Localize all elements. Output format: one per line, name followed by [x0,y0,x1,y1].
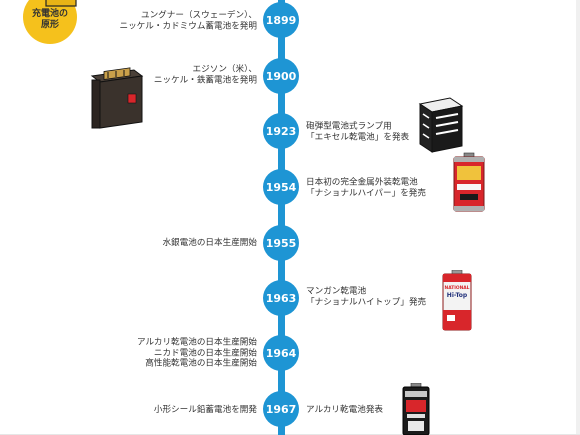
timeline-axis [278,0,285,435]
event-1967-right: アルカリ乾電池発表 [306,405,466,416]
event-1899-line-1: ユングナー（スウェーデン）、 [140,10,257,21]
event-1964-line-1: アルカリ乾電池の日本生産開始 [137,337,257,348]
hitop-name-label: Hi-Top [447,292,468,299]
excel-battery-can-icon [418,97,464,153]
event-1955-line-1: 水銀電池の日本生産開始 [162,237,257,248]
badge-line-2: 原形 [40,20,59,30]
edison-battery-icon [90,67,144,129]
event-1923-line-1: 砲弾型電池式ランプ用 [306,121,392,132]
event-1963-line-1: マンガン乾電池 [306,286,367,297]
event-1923: 砲弾型電池式ランプ用 「エキセル乾電池」を発表 [306,122,466,143]
year-dot-1955: 1955 [263,225,299,261]
year-dot-1963: 1963 [263,280,299,316]
event-1900-line-1: エジソン（米）、 [192,64,257,75]
national-hyper-battery-icon [453,152,485,212]
event-1967-left-line-1: 小形シール鉛蓄電池を開発 [153,404,257,415]
year-dot-1954: 1954 [263,169,299,205]
event-1954: 日本初の完全金属外装乾電池 「ナショナルハイパー」を発売 [306,178,466,199]
event-1899-line-2: ニッケル・カドミウム蓄電池を発明 [119,21,257,31]
event-1967-left: 小形シール鉛蓄電池を開発 [7,405,257,416]
scrollbar[interactable] [576,0,580,435]
event-1955: 水銀電池の日本生産開始 [7,238,257,249]
event-1954-line-2: 「ナショナルハイパー」を発売 [306,188,426,198]
event-1967-right-line-1: アルカリ乾電池発表 [306,404,384,415]
event-1964-line-2: ニカド電池の日本生産開始 [153,347,257,358]
rechargeable-origin-badge: 充電池の 原形 [23,0,77,44]
event-1899: ユングナー（スウェーデン）、 ニッケル・カドミウム蓄電池を発明 [7,11,257,32]
hitop-brand-label: NATIONAL [445,285,470,291]
event-1923-line-2: 「エキセル乾電池」を発表 [306,132,410,142]
event-1963-line-2: 「ナショナルハイトップ」発売 [306,297,427,307]
event-1954-line-1: 日本初の完全金属外装乾電池 [306,177,418,188]
event-1900-line-2: ニッケル・鉄蓄電池を発明 [153,75,257,85]
year-dot-1964: 1964 [263,335,299,371]
year-dot-1899: 1899 [263,2,299,38]
national-hitop-battery-icon: NATIONAL Hi-Top [442,270,472,331]
event-1964: アルカリ乾電池の日本生産開始 ニカド電池の日本生産開始 高性能乾電池の日本生産開… [7,337,257,369]
year-dot-1967: 1967 [263,391,299,427]
event-1963: マンガン乾電池 「ナショナルハイトップ」発売 [306,287,466,308]
year-dot-1923: 1923 [263,113,299,149]
badge-line-1: 充電池の [31,9,68,19]
event-1900: エジソン（米）、 ニッケル・鉄蓄電池を発明 [7,65,257,86]
ni-cd-cell-icon [45,0,77,7]
event-1964-line-3: 高性能乾電池の日本生産開始 [145,358,257,369]
alkaline-battery-icon [402,383,430,435]
year-dot-1900: 1900 [263,58,299,94]
